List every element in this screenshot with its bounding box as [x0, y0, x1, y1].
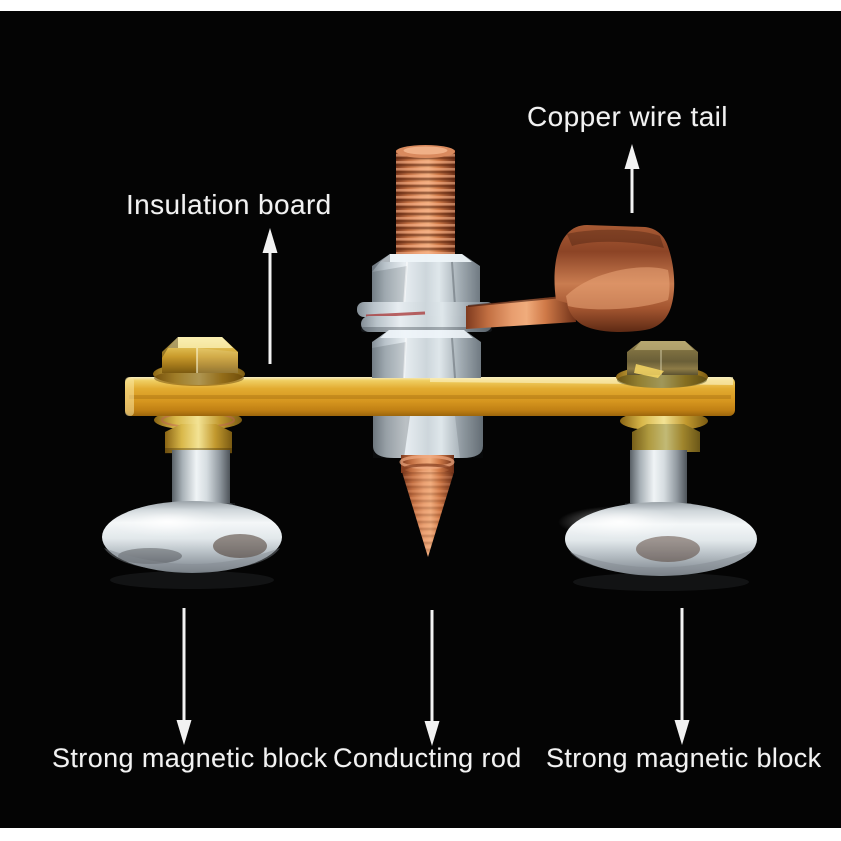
conducting-rod — [373, 416, 483, 557]
annotation-arrows — [176, 144, 690, 746]
label-copper-wire-tail: Copper wire tail — [527, 101, 728, 132]
washer-stack — [357, 302, 494, 332]
label-strong-magnetic-block-left: Strong magnetic block — [52, 743, 328, 773]
middle-hex-nut — [372, 330, 481, 379]
arrow-down-magnet-left-icon — [176, 608, 192, 745]
copper-stud — [396, 145, 455, 258]
magnetic-block-right — [558, 411, 757, 591]
arrow-down-conducting-rod-icon — [424, 610, 440, 746]
label-strong-magnetic-block-right: Strong magnetic block — [546, 743, 822, 773]
right-bolt — [616, 341, 708, 388]
bottom-white-bar — [0, 828, 841, 841]
label-conducting-rod: Conducting rod — [333, 743, 522, 773]
arrow-down-magnet-right-icon — [674, 608, 690, 745]
upper-hex-nut — [372, 254, 480, 307]
arrow-up-copper-wire-tail-icon — [624, 144, 640, 213]
label-insulation-board: Insulation board — [126, 189, 332, 220]
magnetic-block-left — [102, 410, 282, 589]
top-white-bar — [0, 0, 841, 11]
left-bolt — [153, 337, 245, 386]
copper-wire-tail — [466, 225, 675, 332]
arrow-up-insulation-board-icon — [262, 228, 278, 364]
